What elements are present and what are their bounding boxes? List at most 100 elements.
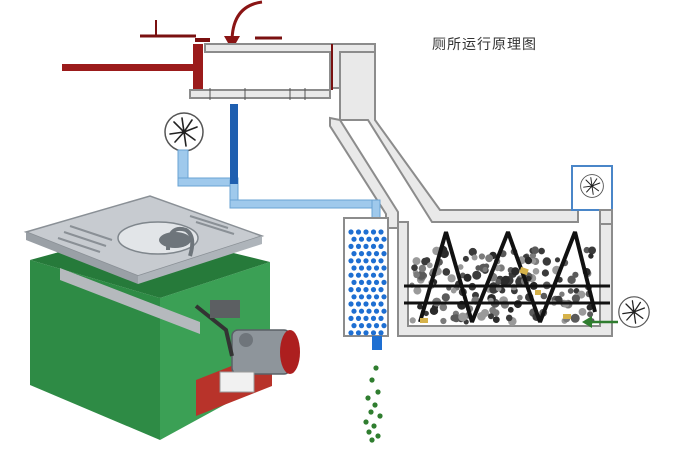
pellet	[363, 419, 369, 425]
pellet	[371, 423, 377, 429]
pellet	[365, 395, 371, 401]
pellet	[375, 389, 381, 395]
granule	[351, 308, 357, 314]
granule	[381, 308, 387, 314]
pebble	[458, 312, 468, 322]
fan-icon	[164, 112, 204, 152]
granule	[351, 251, 357, 257]
granule	[370, 315, 377, 321]
granule	[378, 287, 384, 293]
pebble	[541, 269, 550, 277]
granule	[363, 301, 369, 307]
granule	[358, 323, 365, 329]
granule	[366, 279, 372, 285]
pebble	[426, 262, 433, 269]
granule	[366, 323, 372, 329]
pebble	[501, 275, 510, 284]
granule	[351, 265, 357, 271]
pebble	[540, 292, 548, 300]
granule	[355, 330, 362, 336]
granule	[355, 258, 362, 264]
granule	[373, 279, 380, 285]
arrow-left-icon	[582, 316, 618, 328]
pellets-output	[363, 365, 383, 443]
pebble	[475, 265, 482, 271]
granule	[370, 258, 377, 264]
sawdust	[420, 266, 571, 323]
granule	[348, 330, 354, 336]
pebble	[532, 268, 540, 275]
granule	[348, 287, 354, 293]
granule	[351, 279, 357, 285]
air-duct	[177, 149, 381, 221]
pebble	[588, 246, 596, 255]
pebble	[413, 286, 422, 295]
pebble	[586, 304, 593, 311]
pellet	[368, 409, 374, 415]
pebble	[578, 308, 587, 316]
granule	[366, 294, 372, 300]
pebble	[554, 257, 561, 263]
water-pipe	[230, 104, 238, 184]
granule	[373, 236, 380, 242]
toilet-inlet-top	[140, 20, 282, 42]
granule	[381, 251, 387, 257]
granule	[358, 236, 365, 242]
pebble	[462, 255, 469, 262]
pebble	[538, 247, 545, 255]
pebble	[478, 253, 485, 260]
granule	[370, 287, 377, 293]
pebble	[412, 257, 421, 266]
granule	[355, 229, 362, 235]
granule	[378, 258, 384, 264]
pebble	[447, 274, 456, 283]
pebble	[492, 316, 500, 323]
pebble	[450, 314, 458, 322]
granule	[381, 279, 387, 285]
pebble	[573, 288, 580, 294]
pebble	[583, 246, 590, 254]
pebble	[457, 264, 464, 270]
pebble	[440, 317, 447, 325]
compost-chamber	[397, 221, 613, 337]
granule	[378, 315, 384, 321]
granule	[381, 294, 387, 300]
granule	[378, 229, 384, 235]
granule	[348, 258, 354, 264]
granule	[378, 243, 384, 249]
granule	[355, 272, 362, 278]
granule	[358, 294, 365, 300]
granule	[358, 265, 365, 271]
granule	[351, 236, 357, 242]
granule	[363, 258, 369, 264]
pebble	[468, 247, 477, 257]
granule	[363, 330, 369, 336]
fan-icon	[580, 174, 604, 198]
granule	[363, 272, 369, 278]
diagram-title: 厕所运行原理图	[432, 37, 537, 53]
pellet	[373, 365, 379, 371]
granule	[363, 243, 369, 249]
pebble	[482, 266, 488, 273]
granule	[370, 330, 377, 336]
granule	[373, 251, 380, 257]
separator-column	[343, 217, 389, 350]
granule	[373, 323, 380, 329]
auger-screw	[418, 231, 597, 323]
inflow-arrow-icon	[224, 0, 263, 50]
pebble	[413, 271, 420, 279]
granule	[373, 294, 380, 300]
granule	[378, 301, 384, 307]
pebble	[439, 303, 448, 312]
granule	[381, 236, 387, 242]
pebble	[571, 294, 581, 303]
pebble	[488, 313, 494, 320]
pebble	[450, 287, 457, 294]
granule	[366, 236, 372, 242]
pebble	[481, 309, 489, 317]
fan-icon	[618, 296, 650, 328]
pebble	[429, 306, 439, 315]
pebble	[418, 264, 427, 273]
granule	[348, 315, 354, 321]
pebble	[517, 294, 523, 301]
